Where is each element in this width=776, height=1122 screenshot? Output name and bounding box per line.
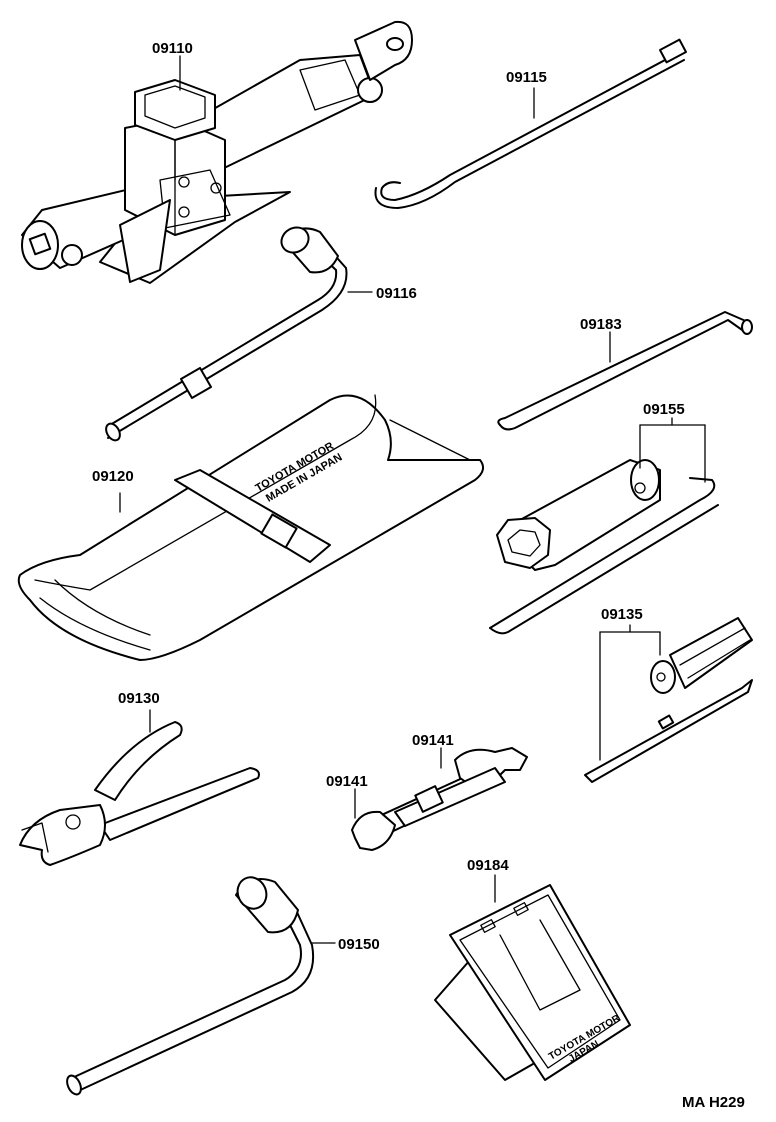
screwdriver-drawing xyxy=(584,617,753,783)
part-number-open-wrench-lower: 09141 xyxy=(326,773,368,790)
part-number-wheel-nut-wrench-large: 09150 xyxy=(338,936,380,953)
part-number-wheel-chock: 09184 xyxy=(467,857,509,874)
pliers-drawing xyxy=(19,709,260,866)
part-number-jack-handle-rod: 09183 xyxy=(580,316,622,333)
open-wrenches-drawing xyxy=(351,747,528,851)
wheel-chock-drawing xyxy=(434,874,631,1081)
part-number-jack-handle-hook: 09115 xyxy=(506,69,547,86)
tool-bag-drawing xyxy=(17,394,485,661)
diagram-reference: MA H229 xyxy=(682,1094,745,1111)
part-number-spark-plug-wrench: 09155 xyxy=(643,401,685,418)
wheel-nut-wrench-small-drawing xyxy=(105,226,373,442)
wheel-nut-wrench-large-drawing xyxy=(66,876,336,1096)
part-number-screwdriver: 09135 xyxy=(601,606,643,623)
part-number-wheel-nut-wrench-small: 09116 xyxy=(376,285,417,302)
jack-handle-hook-drawing xyxy=(374,38,687,209)
jack-drawing xyxy=(21,20,413,284)
part-number-pliers: 09130 xyxy=(118,690,160,707)
part-number-tool-bag: 09120 xyxy=(92,468,134,485)
part-number-open-wrench-upper: 09141 xyxy=(412,732,454,749)
jack-handle-rod-drawing xyxy=(497,311,753,431)
spark-plug-wrench-drawing xyxy=(489,417,719,635)
part-number-jack: 09110 xyxy=(152,40,193,57)
